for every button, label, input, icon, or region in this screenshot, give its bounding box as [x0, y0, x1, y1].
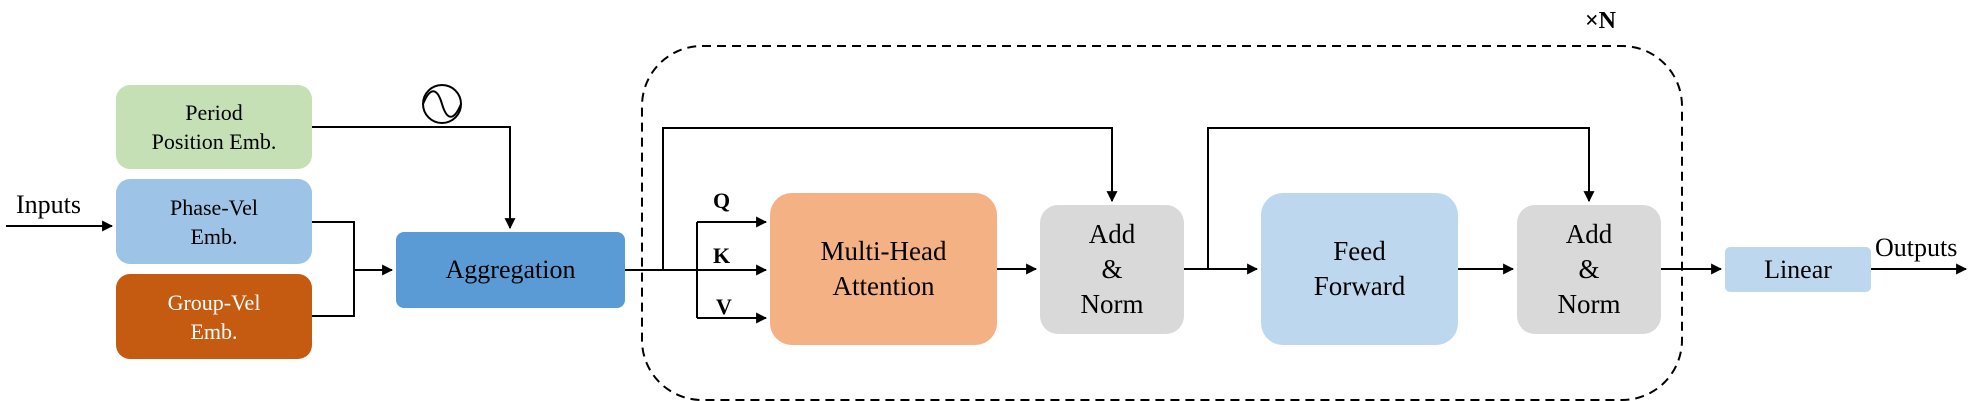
- add-norm-label-1: Add & Norm: [1080, 219, 1144, 319]
- period-position-embedding-block: Period Position Emb.: [116, 85, 312, 169]
- group-vel-embedding-label: Group-Vel Emb.: [167, 289, 261, 344]
- residual-arrow-1: [662, 127, 1118, 270]
- period-to-aggregation-arrow: [312, 126, 516, 230]
- sine-wave-in-circle-icon: [422, 84, 462, 124]
- query-label: Q: [713, 188, 731, 213]
- add-norm-block-2: Add & Norm: [1517, 205, 1661, 334]
- outputs-label: Outputs: [1875, 233, 1958, 262]
- linear-label: Linear: [1764, 254, 1832, 284]
- inputs-label: Inputs: [16, 190, 81, 219]
- key-label: K: [713, 243, 731, 268]
- feed-forward-label: Feed Forward: [1313, 236, 1406, 301]
- repeat-n-label: ×N: [1585, 8, 1617, 34]
- feed-forward-block: Feed Forward: [1261, 193, 1458, 345]
- aggregation-block: Aggregation: [396, 232, 625, 308]
- multi-head-attention-label: Multi-Head Attention: [820, 236, 947, 301]
- add-norm-label-2: Add & Norm: [1557, 219, 1621, 319]
- encoder-block-boundary: [641, 45, 1683, 401]
- period-position-embedding-label: Period Position Emb.: [151, 100, 277, 154]
- linear-block: Linear: [1725, 247, 1871, 292]
- multi-head-attention-block: Multi-Head Attention: [770, 193, 997, 345]
- group-vel-embedding-block: Group-Vel Emb.: [116, 274, 312, 359]
- aggregation-label: Aggregation: [445, 255, 576, 284]
- phase-vel-embedding-label: Phase-Vel Emb.: [170, 194, 258, 249]
- phase-vel-embedding-block: Phase-Vel Emb.: [116, 179, 312, 264]
- add-norm-block-1: Add & Norm: [1040, 205, 1184, 334]
- residual-arrow-2: [1207, 127, 1595, 269]
- phase-vel-connector: [312, 221, 355, 317]
- value-label: V: [716, 294, 732, 319]
